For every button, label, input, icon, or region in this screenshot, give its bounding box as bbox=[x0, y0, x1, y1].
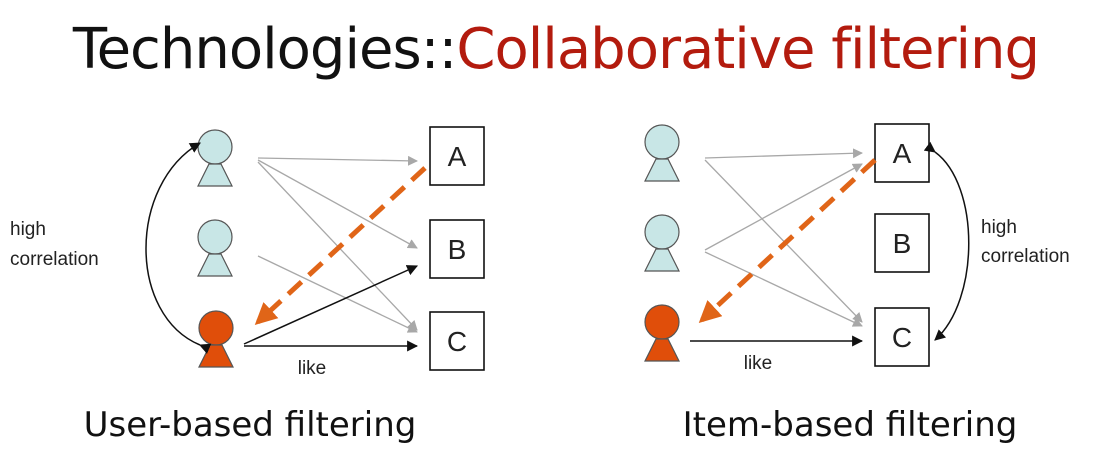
correlation-label-line2: correlation bbox=[981, 246, 1070, 267]
correlation-label-line1: high bbox=[981, 217, 1017, 238]
active-user-icon bbox=[198, 310, 234, 368]
like-label: like bbox=[744, 353, 773, 374]
item-label-c: C bbox=[447, 326, 467, 357]
title-highlight: Collaborative filtering bbox=[456, 17, 1040, 82]
gray-arrow bbox=[257, 159, 418, 249]
item-box-c: C bbox=[874, 307, 930, 367]
user-icon bbox=[644, 124, 680, 182]
correlation-arrow bbox=[923, 141, 970, 341]
item-label-c: C bbox=[892, 322, 912, 353]
recommendation-arrow bbox=[254, 166, 427, 325]
correlation-label-line2: correlation bbox=[10, 249, 99, 270]
title-prefix: Technologies:: bbox=[72, 17, 457, 82]
item-label-b: B bbox=[893, 228, 912, 259]
item-box-a: A bbox=[429, 126, 485, 186]
user-icon bbox=[644, 214, 680, 272]
item-based-diagram: A B C like high correlation bbox=[644, 123, 1070, 374]
active-user-icon bbox=[644, 304, 680, 362]
like-label: like bbox=[298, 358, 327, 379]
item-box-b: B bbox=[874, 213, 930, 273]
correlation-arrow bbox=[145, 142, 212, 354]
gray-arrow bbox=[704, 159, 863, 323]
like-arrow bbox=[243, 265, 419, 345]
user-based-caption: User-based filtering bbox=[83, 405, 417, 445]
item-box-c: C bbox=[429, 311, 485, 371]
gray-arrow bbox=[704, 251, 863, 327]
item-based-caption: Item-based filtering bbox=[682, 405, 1018, 445]
user-icon bbox=[197, 219, 233, 277]
gray-arrow bbox=[704, 148, 863, 159]
user-icon bbox=[197, 129, 233, 187]
gray-arrow bbox=[257, 255, 418, 333]
gray-arrow bbox=[704, 163, 863, 251]
gray-arrow bbox=[257, 155, 418, 166]
item-box-b: B bbox=[429, 219, 485, 279]
correlation-label-line1: high bbox=[10, 219, 46, 240]
item-label-b: B bbox=[448, 234, 467, 265]
item-label-a: A bbox=[893, 138, 912, 169]
recommendation-arrow bbox=[698, 158, 877, 323]
item-box-a: A bbox=[874, 123, 930, 183]
page-title: Technologies::Collaborative filtering bbox=[0, 0, 1112, 100]
user-based-diagram: A B C like high correlation bbox=[10, 126, 485, 379]
item-label-a: A bbox=[448, 141, 467, 172]
